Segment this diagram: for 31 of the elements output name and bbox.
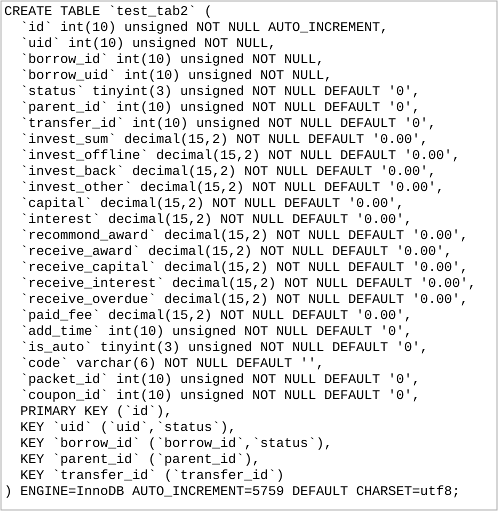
code-line: `borrow_id` int(10) unsigned NOT NULL, xyxy=(22,53,321,66)
code-line: KEY `uid` (`uid`,`status`), xyxy=(21,421,233,434)
code-line: CREATE TABLE `test_tab2` ( xyxy=(4,5,210,18)
code-line: `coupon_id` int(10) unsigned NOT NULL DEFAULT '0', xyxy=(22,389,417,402)
code-line: `invest_other` decimal(15,2) NOT NULL DEFAULT '0.00', xyxy=(22,181,441,194)
code-line: `receive_interest` decimal(15,2) NOT NULL DEFAULT '0.00', xyxy=(22,277,473,290)
code-line: `uid` int(10) unsigned NOT NULL, xyxy=(22,37,273,50)
code-line: `recommond_award` decimal(15,2) NOT NULL DEFAULT '0.00', xyxy=(22,229,465,242)
code-line: `receive_overdue` decimal(15,2) NOT NULL DEFAULT '0.00', xyxy=(22,293,465,306)
code-line: `invest_offline` decimal(15,2) NOT NULL DEFAULT '0.00', xyxy=(22,149,457,162)
code-line: `capital` decimal(15,2) NOT NULL DEFAULT '0.00', xyxy=(22,197,401,210)
code-line: PRIMARY KEY (`id`), xyxy=(21,405,169,418)
code-line: `borrow_uid` int(10) unsigned NOT NULL, xyxy=(22,69,329,82)
code-line: KEY `parent_id` (`parent_id`), xyxy=(21,453,257,466)
code-line: `packet_id` int(10) unsigned NOT NULL DEFAULT '0', xyxy=(22,373,417,386)
code-line: ) ENGINE=InnoDB AUTO_INCREMENT=5759 DEFAULT CHARSET=utf8; xyxy=(6,485,458,498)
code-line: `transfer_id` int(10) unsigned NOT NULL DEFAULT '0', xyxy=(22,117,433,130)
code-line: `status` tinyint(3) unsigned NOT NULL DEFAULT '0', xyxy=(22,85,417,98)
code-line: `receive_award` decimal(15,2) NOT NULL DEFAULT '0.00', xyxy=(22,245,449,258)
code-line: KEY `transfer_id` (`transfer_id`) xyxy=(21,469,282,482)
code-line: `id` int(10) unsigned NOT NULL AUTO_INCREMENT, xyxy=(22,21,385,34)
code-line: `parent_id` int(10) unsigned NOT NULL DEFAULT '0', xyxy=(22,101,417,114)
code-line: `code` varchar(6) NOT NULL DEFAULT '', xyxy=(22,357,321,370)
code-line: KEY `borrow_id` (`borrow_id`,`status`), xyxy=(21,437,329,450)
code-line: `paid_fee` decimal(15,2) NOT NULL DEFAULT '0.00', xyxy=(22,309,409,322)
code-line: `receive_capital` decimal(15,2) NOT NULL DEFAULT '0.00', xyxy=(22,261,465,274)
code-line: `is_auto` tinyint(3) unsigned NOT NULL DEFAULT '0', xyxy=(22,341,425,354)
code-line: `add_time` int(10) unsigned NOT NULL DEFAULT '0', xyxy=(22,325,409,338)
code-line: `invest_sum` decimal(15,2) NOT NULL DEFAULT '0.00', xyxy=(22,133,425,146)
code-line: `interest` decimal(15,2) NOT NULL DEFAULT '0.00', xyxy=(22,213,409,226)
code-line: `invest_back` decimal(15,2) NOT NULL DEFAULT '0.00', xyxy=(22,165,433,178)
